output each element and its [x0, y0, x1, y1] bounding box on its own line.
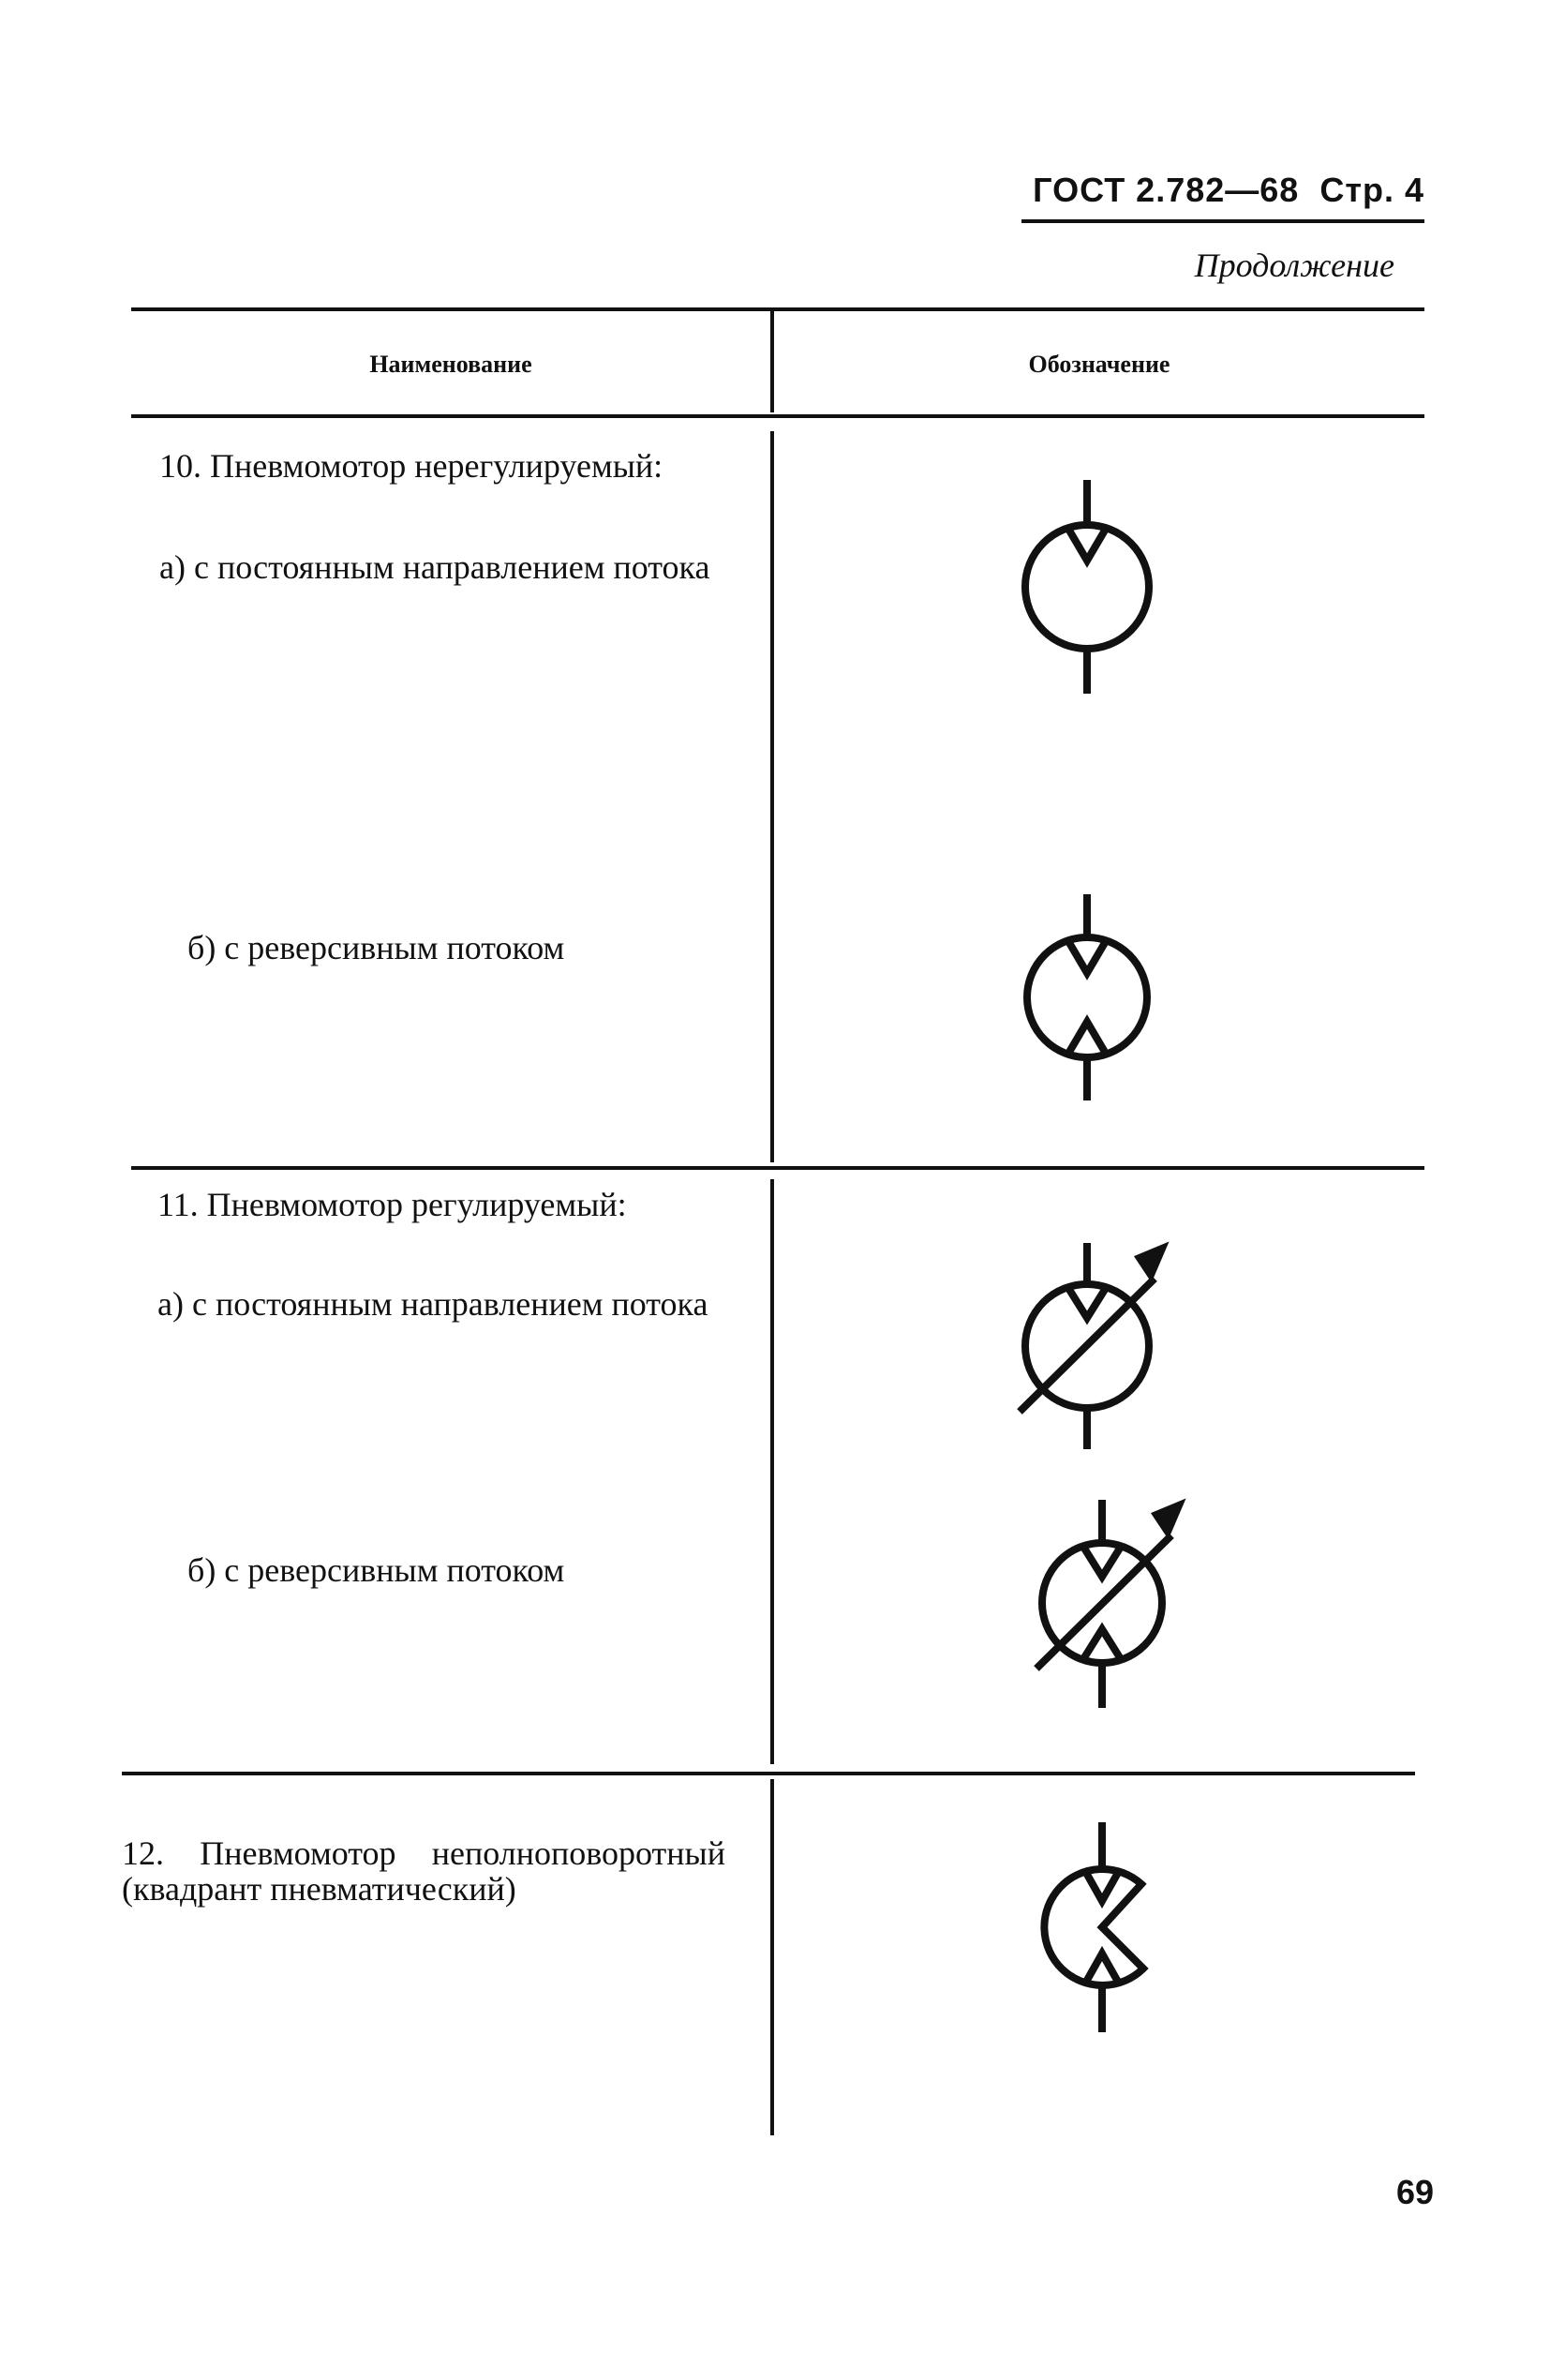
column-header-designation: Обозначение	[1028, 351, 1170, 378]
standard-number: ГОСТ 2.782—68	[1033, 171, 1300, 209]
pneumatic-quadrant-icon	[1040, 1822, 1149, 2032]
page-number: 69	[1395, 2173, 1434, 2211]
document-header: ГОСТ 2.782—68 Стр. 4	[937, 171, 1424, 210]
column-header-name: Наименование	[369, 351, 532, 378]
item-11a-label: а) с постоянным направлением потока	[157, 1285, 708, 1323]
column-divider-head	[770, 309, 774, 412]
motor-fixed-unidirectional-icon	[1021, 480, 1153, 694]
header-underline	[1021, 219, 1424, 223]
row-10-bottom-rule	[131, 1166, 1424, 1170]
motor-variable-reversible-icon	[1034, 1498, 1186, 1708]
table-top-rule	[131, 307, 1424, 311]
item-12-label: 12. Пневмомотор неполноповоротный (квадр…	[122, 1834, 725, 1908]
row-11-bottom-rule	[122, 1772, 1415, 1775]
item-11-title: 11. Пневмомотор регулируемый:	[157, 1186, 627, 1223]
column-divider-row-10	[770, 431, 774, 1162]
table-head-rule	[131, 414, 1424, 418]
page-reference: Стр. 4	[1319, 171, 1424, 209]
item-10-title: 10. Пневмомотор нерегулируемый:	[159, 447, 663, 485]
continuation-label: Продолжение	[1194, 247, 1394, 284]
item-10a-label: а) с постоянным направлением потока	[159, 548, 710, 586]
column-divider-row-12	[770, 1779, 774, 2135]
item-11b-label: б) с реверсивным потоком	[187, 1551, 565, 1589]
column-divider-row-11	[770, 1179, 774, 1764]
motor-fixed-reversible-icon	[1023, 894, 1151, 1100]
item-10b-label: б) с реверсивным потоком	[187, 929, 565, 966]
motor-variable-unidirectional-icon	[1017, 1241, 1170, 1449]
